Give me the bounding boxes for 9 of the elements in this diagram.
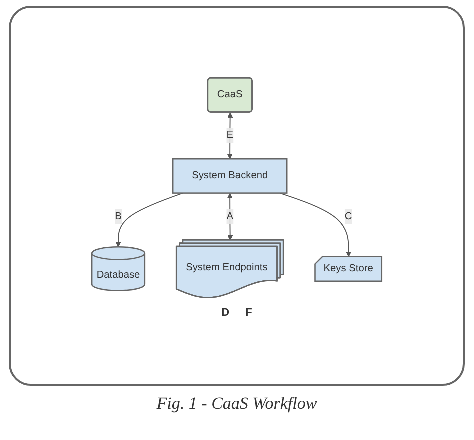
- arrow: [116, 192, 184, 247]
- arrow: [227, 112, 234, 159]
- caption: Fig. 1 - CaaS Workflow: [156, 394, 318, 414]
- diagram-frame: E B A C CaaS System Backend Database System Endpoints Keys Store D F: [9, 6, 465, 386]
- node-box: [172, 158, 288, 194]
- flow-letter: F: [246, 307, 252, 320]
- flow-letter: D: [222, 307, 230, 320]
- arrow: [280, 192, 352, 257]
- arrow: [227, 192, 234, 240]
